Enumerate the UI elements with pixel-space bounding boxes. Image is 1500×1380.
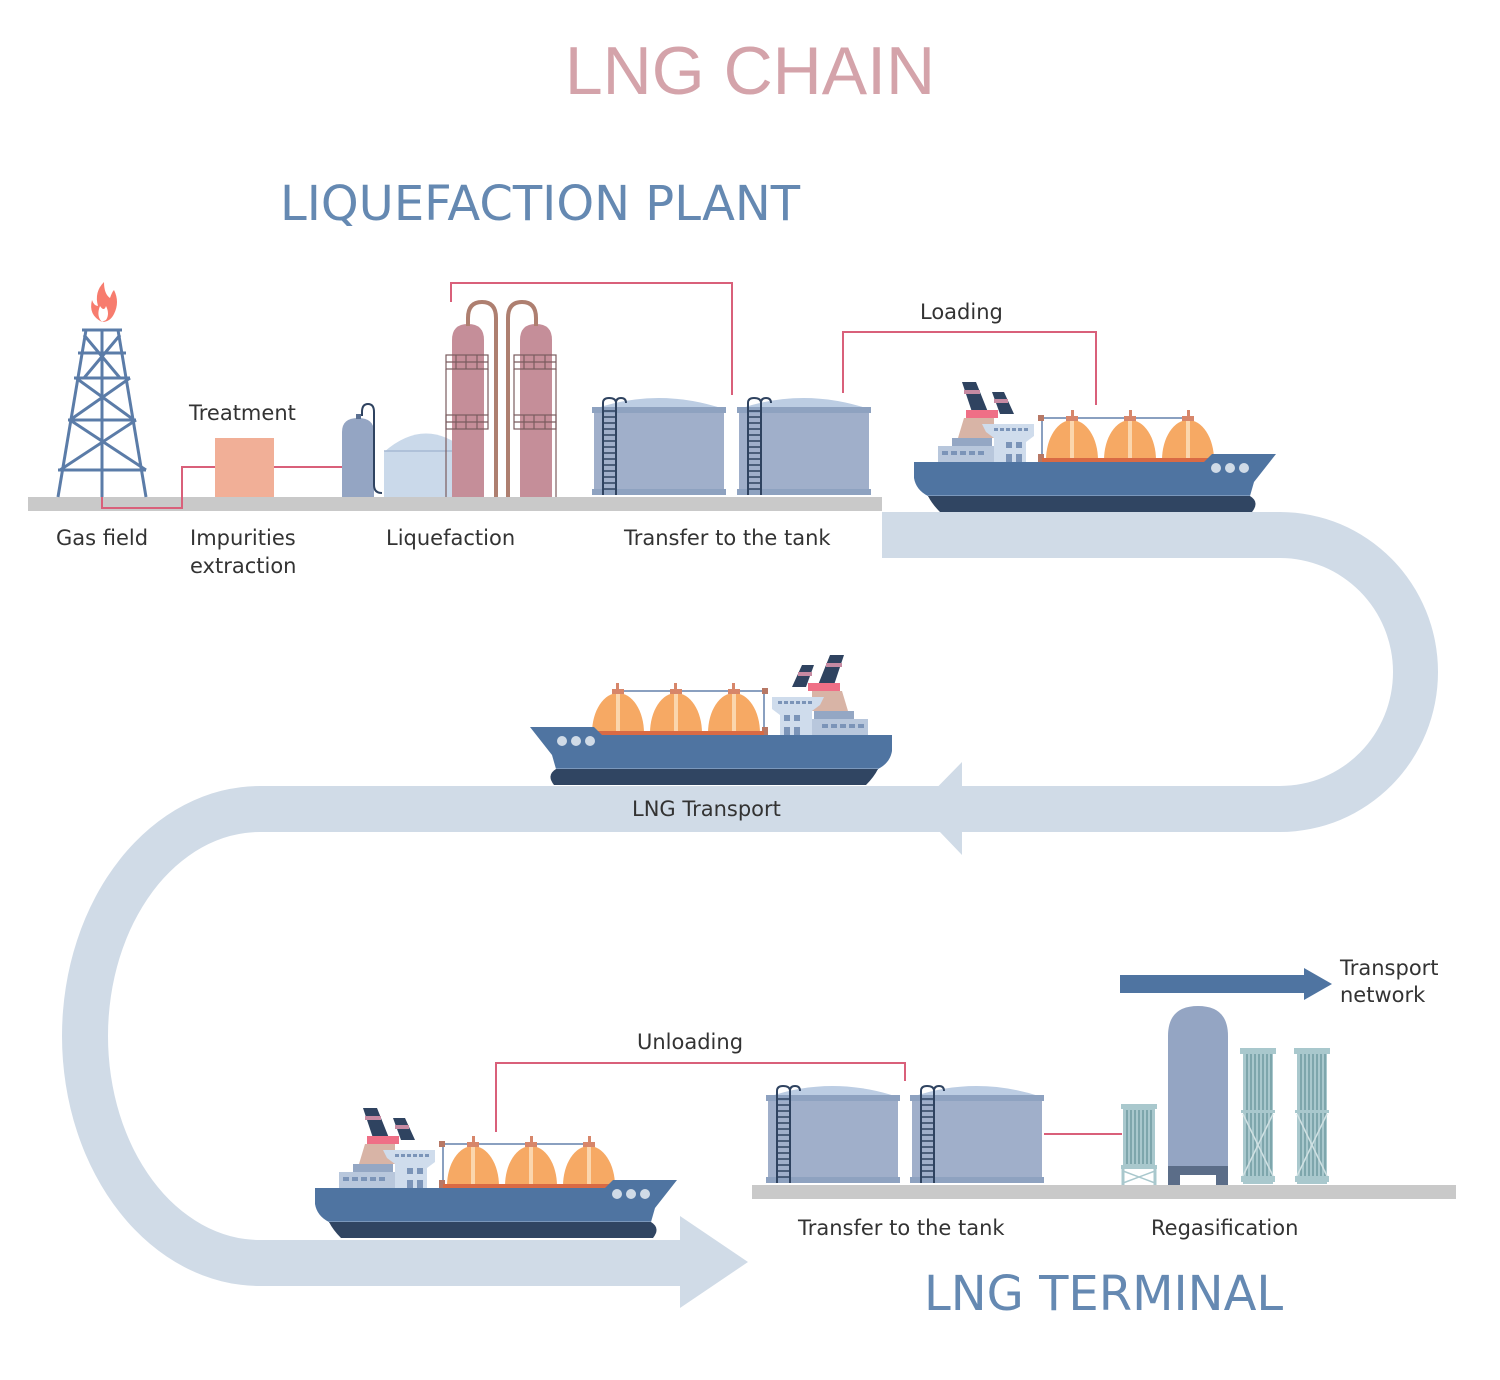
regasification-unit-icon (1121, 1006, 1228, 1185)
label-regasification: Regasification (1151, 1216, 1299, 1240)
section-title-lng-terminal: LNG TERMINAL (924, 1266, 1284, 1322)
transport-network-arrow (1120, 968, 1332, 1000)
flow-arrow (882, 512, 1438, 855)
label-lng-transport: LNG Transport (632, 797, 781, 821)
label-unloading: Unloading (637, 1030, 744, 1054)
pipelines (101, 282, 1122, 1135)
terminal-tank-2-icon (909, 1085, 1045, 1184)
label-treatment: Treatment (189, 401, 296, 425)
label-transfer-terminal: Transfer to the tank (798, 1216, 1005, 1240)
plant-tank-1-icon (591, 397, 727, 496)
section-title-liquefaction-plant: LIQUEFACTION PLANT (280, 176, 801, 232)
label-loading: Loading (920, 300, 1003, 324)
ground-plant (28, 497, 882, 511)
terminal-tank-1-icon (765, 1085, 901, 1184)
label-impurities-line2: extraction (190, 554, 297, 578)
vaporizer-1-icon (1239, 1047, 1277, 1185)
ship-transport-icon (529, 654, 893, 786)
gas-field-tower-icon (56, 328, 148, 498)
page-title: LNG CHAIN (564, 33, 936, 109)
label-transfer-plant: Transfer to the tank (624, 526, 831, 550)
flow-arrow-lower (62, 786, 962, 1308)
label-impurities-line1: Impurities (190, 526, 296, 550)
treatment-unit-icon (215, 438, 274, 497)
label-liquefaction: Liquefaction (386, 526, 516, 550)
ground-terminal (752, 1185, 1456, 1199)
vaporizer-2-icon (1293, 1047, 1331, 1185)
flame-icon (91, 282, 117, 322)
plant-tank-2-icon (736, 397, 872, 496)
label-transport-network-line2: network (1340, 983, 1426, 1007)
liquefaction-unit-icon (342, 299, 557, 497)
label-transport-network-line1: Transport (1340, 956, 1439, 980)
label-gas-field: Gas field (56, 526, 149, 550)
